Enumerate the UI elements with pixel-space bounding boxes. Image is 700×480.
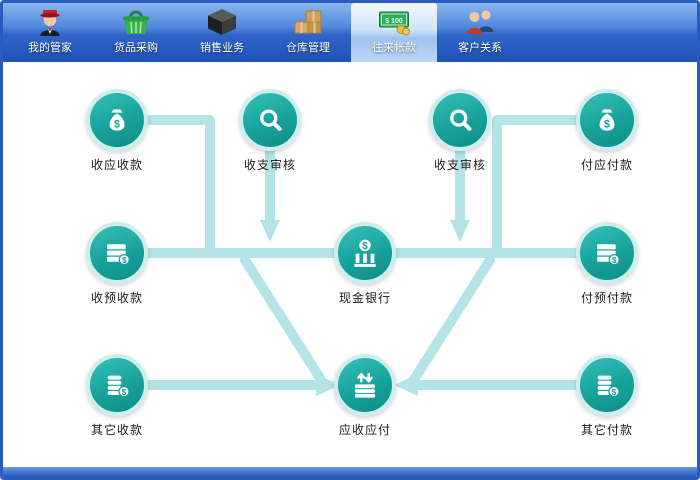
tab-current-accounts[interactable]: $ 100 往来帐款 [351, 3, 437, 62]
tab-label: 销售业务 [200, 42, 244, 54]
customers-icon [463, 7, 497, 37]
tab-label: 仓库管理 [286, 42, 330, 54]
basket-icon [119, 7, 153, 37]
node-pay-payables[interactable]: $ 付应付款 [567, 89, 647, 173]
node-label: 收支审核 [433, 158, 486, 172]
bills-icon: $ [86, 222, 148, 284]
cube-icon [205, 7, 239, 37]
node-cash-bank[interactable]: $ 现金银行 [325, 222, 405, 306]
node-other-receipts[interactable]: $ 其它收款 [77, 354, 157, 438]
coins-icon: $ [576, 354, 638, 416]
node-label: 收应收款 [90, 158, 143, 172]
bills-icon: $ [576, 222, 638, 284]
bank-icon: $ [334, 222, 396, 284]
tab-sales-business[interactable]: 销售业务 [179, 3, 265, 62]
moneybag-icon: $ [576, 89, 638, 151]
flow-canvas: $ 收应收款 收支审核 收支审核 [3, 62, 697, 467]
tab-label: 货品采购 [114, 42, 158, 54]
tab-goods-purchase[interactable]: 货品采购 [93, 3, 179, 62]
tab-customer-relations[interactable]: 客户关系 [437, 3, 523, 62]
butler-icon [33, 7, 67, 37]
svg-text:$: $ [122, 388, 127, 397]
node-receivable-payable[interactable]: 应收应付 [325, 354, 405, 438]
moneybag-icon: $ [86, 89, 148, 151]
window-bottom-edge [3, 467, 697, 477]
node-income-expense-audit-right[interactable]: 收支审核 [420, 89, 500, 173]
node-label: 其它付款 [580, 423, 633, 437]
node-label: 现金银行 [338, 291, 391, 305]
cashflow-icon [334, 354, 396, 416]
tab-warehouse-management[interactable]: 仓库管理 [265, 3, 351, 62]
node-label: 收支审核 [243, 158, 296, 172]
svg-text:$: $ [612, 388, 617, 397]
magnifier-icon [239, 89, 301, 151]
node-label: 付应付款 [580, 158, 633, 172]
tab-label: 客户关系 [458, 42, 502, 54]
main-toolbar: 我的管家 货品采购 [3, 3, 697, 62]
node-label: 其它收款 [90, 423, 143, 437]
node-label: 应收应付 [338, 423, 391, 437]
svg-text:$: $ [362, 241, 368, 252]
cash-icon: $ 100 [377, 7, 411, 37]
node-receive-advance[interactable]: $ 收预收款 [77, 222, 157, 306]
node-receive-receivables[interactable]: $ 收应收款 [77, 89, 157, 173]
flow-connectors [112, 115, 612, 396]
node-pay-advance[interactable]: $ 付预付款 [567, 222, 647, 306]
node-income-expense-audit-left[interactable]: 收支审核 [230, 89, 310, 173]
parcels-icon [291, 7, 325, 37]
tab-label: 我的管家 [28, 42, 72, 54]
magnifier-icon [429, 89, 491, 151]
node-label: 收预收款 [90, 291, 143, 305]
tab-my-housekeeper[interactable]: 我的管家 [7, 3, 93, 62]
svg-text:$: $ [114, 119, 120, 131]
node-label: 付预付款 [580, 291, 633, 305]
node-other-payments[interactable]: $ 其它付款 [567, 354, 647, 438]
cash-icon-text: $ 100 [385, 18, 403, 25]
tab-label: 往来帐款 [372, 42, 416, 54]
coins-icon: $ [86, 354, 148, 416]
svg-text:$: $ [612, 256, 617, 265]
svg-text:$: $ [122, 256, 127, 265]
svg-text:$: $ [604, 119, 610, 131]
